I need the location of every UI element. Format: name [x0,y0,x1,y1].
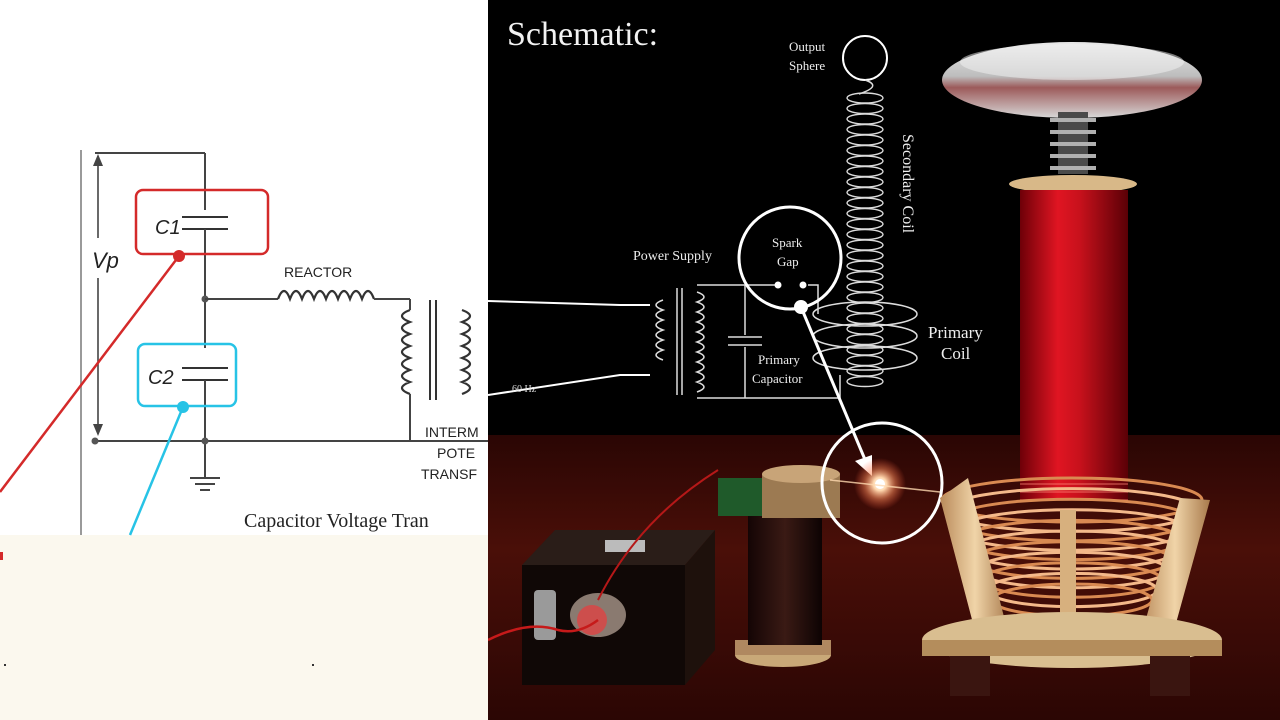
power-supply-label: Power Supply [633,249,712,264]
input-line-bottom [488,374,650,396]
c1-highlight-box [134,188,270,256]
output-sphere-label-line-2: Sphere [789,58,825,73]
secondary-coil-turn [846,165,884,178]
c2-label: C2 [148,367,174,389]
spark-highlight-circle [820,421,944,545]
spark-gap-electrode-left [774,281,782,289]
tesla-coil-panel: Schematic: Output Sphere Secondary Coil … [488,0,1280,720]
secondary-coil-turn [846,239,884,251]
spark-gap-block [718,478,770,516]
red-wire-to-capacitor [597,469,719,601]
secondary-coil-turn [846,207,884,220]
secondary-coil-turn [846,102,884,115]
secondary-coil-turn [846,186,884,199]
secondary-coil-turn [846,281,884,293]
secondary-coil-drawing [846,92,884,388]
secondary-coil-turn [846,312,884,325]
reactor-label: REACTOR [284,264,352,280]
spark-gap-label-line-2: Gap [777,254,799,269]
secondary-coil-turn [846,92,884,104]
cvt-diagram-panel: Vp REACTOR INTERM POTE TRANSF C1 [0,0,488,720]
power-supply-primary-coil [655,299,666,361]
primary-capacitor-label-line-1: Primary [758,352,800,367]
frequency-label: 60 Hz [512,384,537,395]
secondary-coil-turn [846,123,884,136]
red-wire [488,618,599,642]
secondary-coil-turn [846,249,884,262]
paper-bottom [0,535,488,720]
capacitor-cylinder [748,500,822,645]
c1-pointer-line [0,255,180,493]
spark-gap-electrode-right [799,281,807,289]
transformer-label-line-2: POTE [437,445,475,461]
tesla-coil-scene: Schematic: Output Sphere Secondary Coil … [488,16,1280,720]
reactor-coil [276,289,376,303]
secondary-coil-turn [846,197,884,209]
schematic-title: Schematic: [507,16,658,53]
diagram-caption: Capacitor Voltage Tran [244,510,429,532]
power-supply-secondary-coil [694,291,705,393]
secondary-coil-turn [846,375,884,388]
secondary-coil-turn [846,291,884,304]
primary-coil-label-line-1: Primary [928,323,983,342]
secondary-coil-turn [846,218,884,230]
input-line-top [488,300,650,306]
primary-coil-label-line-2: Coil [941,344,971,363]
secondary-coil-turn [846,260,884,272]
secondary-coil-label: Secondary Coil [899,134,916,234]
transformer-primary-coil [400,308,414,396]
secondary-coil-turn [846,134,884,146]
secondary-coil-turn [846,365,884,377]
secondary-coil-turn [846,302,884,314]
output-sphere-label-line-1: Output [789,39,826,54]
transformer-label-line-3: TRANSF [421,466,477,482]
cvt-diagram: Vp REACTOR INTERM POTE TRANSF C1 [0,150,488,720]
secondary-coil-cylinder [1020,190,1128,500]
transformer-secondary-coil [458,308,472,396]
secondary-coil-turn [846,113,884,125]
secondary-coil-turn [846,228,884,241]
spark-gap-label-line-1: Spark [772,235,803,250]
secondary-coil-turn [846,176,884,188]
power-switch [534,590,556,640]
output-sphere-icon [842,35,888,81]
secondary-coil-turn [846,270,884,283]
primary-capacitor-label-line-2: Capacitor [752,371,803,386]
primary-coil-drawing [812,301,918,327]
spark-gap-pointer-arrow [799,306,868,463]
coil-top-cap [1009,175,1137,193]
c2-pointer-line [128,406,185,536]
secondary-coil-turn [846,354,884,367]
vp-label: Vp [92,248,119,273]
spark-gap-highlight-circle [737,205,843,311]
transformer-label-line-1: INTERM [425,424,479,440]
secondary-coil-turn [846,144,884,157]
secondary-coil-turn [846,333,884,346]
c1-label: C1 [155,217,181,239]
secondary-coil-turn [846,155,884,167]
